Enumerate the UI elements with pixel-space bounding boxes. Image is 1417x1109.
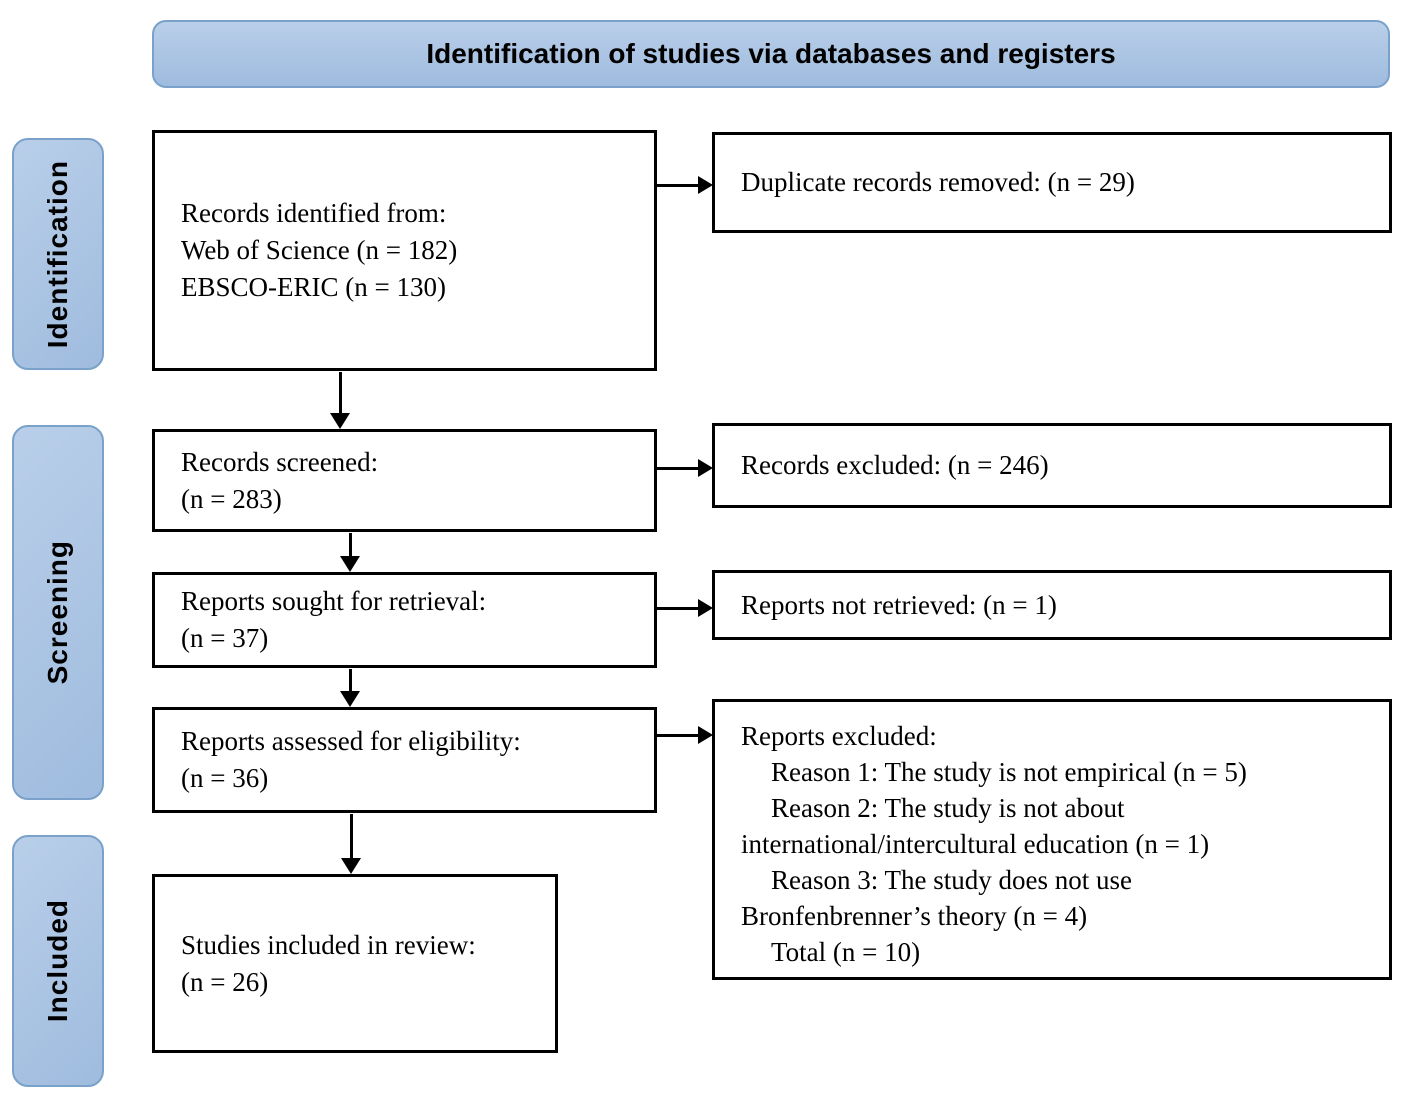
stage-panel-identification: Identification	[12, 138, 104, 370]
box-records-identified: Records identified from: Web of Science …	[152, 130, 657, 371]
box-text-line: Records identified from:	[181, 198, 447, 228]
arrowhead-icon	[340, 556, 360, 572]
arrow-down-icon	[330, 372, 350, 429]
box-reports-excluded-reasons: Reports excluded: Reason 1: The study is…	[712, 699, 1392, 980]
header-banner: Identification of studies via databases …	[152, 20, 1390, 88]
arrowhead-icon	[698, 599, 713, 617]
box-text-line: Studies included in review:	[181, 929, 476, 960]
box-reports-sought-for-retrieval: Reports sought for retrieval: (n = 37)	[152, 572, 657, 668]
arrow-shaft	[348, 669, 352, 691]
box-records-excluded: Records excluded: (n = 246)	[712, 423, 1392, 508]
stage-panel-included: Included	[12, 835, 104, 1087]
arrow-shaft	[349, 814, 353, 858]
box-text-line: Bronfenbrenner’s theory (n = 4)	[741, 901, 1088, 931]
arrow-shaft	[657, 183, 698, 187]
arrow-right-icon	[657, 599, 713, 617]
stage-label-screening: Screening	[42, 540, 73, 685]
box-text-line: international/intercultural education (n…	[741, 829, 1210, 859]
arrow-shaft	[338, 372, 342, 413]
header-title: Identification of studies via databases …	[426, 38, 1116, 69]
arrow-shaft	[348, 533, 352, 556]
box-text-line: Duplicate records removed: (n = 29)	[741, 167, 1135, 197]
arrow-down-icon	[340, 533, 360, 572]
box-text-line: (n = 26)	[181, 966, 269, 997]
arrowhead-icon	[340, 691, 360, 707]
arrowhead-icon	[698, 176, 713, 194]
arrow-right-icon	[657, 176, 713, 194]
box-studies-included-in-review: Studies included in review: (n = 26)	[152, 874, 558, 1053]
box-text-line: Reason 2: The study is not about	[771, 793, 1125, 823]
arrowhead-icon	[330, 413, 350, 429]
box-text-line: Reports assessed for eligibility:	[181, 726, 521, 756]
box-text-line: Records excluded: (n = 246)	[741, 450, 1049, 480]
stage-label-identification: Identification	[42, 159, 73, 349]
arrow-down-icon	[340, 669, 360, 707]
arrow-shaft	[657, 606, 698, 610]
box-records-screened: Records screened: (n = 283)	[152, 429, 657, 532]
arrow-down-icon	[341, 814, 361, 874]
stage-label-included: Included	[42, 899, 73, 1023]
box-text-line: (n = 283)	[181, 483, 282, 514]
box-text-line: (n = 36)	[181, 763, 269, 793]
box-reports-not-retrieved: Reports not retrieved: (n = 1)	[712, 570, 1392, 640]
arrow-right-icon	[657, 459, 713, 477]
box-text-line: EBSCO-ERIC (n = 130)	[181, 272, 446, 302]
stage-panel-screening: Screening	[12, 425, 104, 800]
arrow-shaft	[657, 466, 698, 470]
box-text-line: Reports excluded:	[741, 721, 937, 751]
arrowhead-icon	[698, 459, 713, 477]
box-reports-assessed-for-eligibility: Reports assessed for eligibility: (n = 3…	[152, 707, 657, 813]
box-text-line: Reports not retrieved: (n = 1)	[741, 589, 1057, 620]
box-text-line: Reason 1: The study is not empirical (n …	[771, 757, 1247, 787]
box-text-line: Web of Science (n = 182)	[181, 235, 458, 265]
box-text-line: Total (n = 10)	[771, 937, 921, 967]
arrowhead-icon	[341, 858, 361, 874]
box-duplicate-records-removed: Duplicate records removed: (n = 29)	[712, 132, 1392, 233]
arrow-shaft	[657, 733, 698, 737]
box-text-line: Reports sought for retrieval:	[181, 586, 487, 616]
box-text-line: (n = 37)	[181, 623, 269, 653]
box-text-line: Records screened:	[181, 446, 379, 477]
arrowhead-icon	[698, 726, 713, 744]
box-text-line: Reason 3: The study does not use	[771, 865, 1132, 895]
arrow-right-icon	[657, 726, 713, 744]
